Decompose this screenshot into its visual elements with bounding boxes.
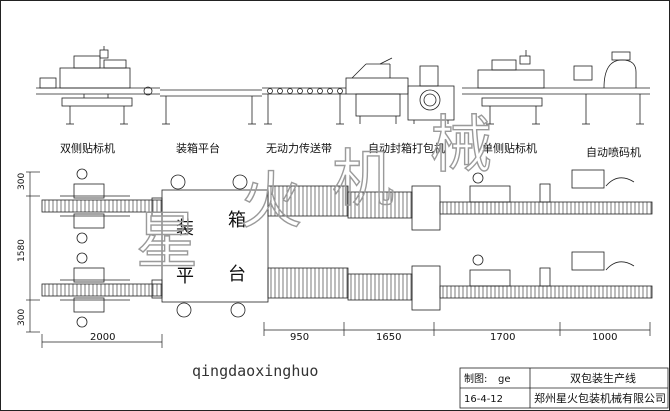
dim-2000: 2000 [90, 332, 115, 343]
dim-1580: 1580 [17, 239, 27, 262]
operator-figure [232, 174, 248, 190]
inkjet-coder-elevation [560, 51, 650, 125]
label-double-side-labeler: 双侧贴标机 [60, 141, 115, 155]
drawing-title: 双包装生产线 [570, 371, 636, 385]
label-unpowered-conveyor: 无动力传送带 [266, 141, 332, 155]
sealing-strapping-elevation [345, 57, 455, 124]
drawing-date: 16-4-12 [464, 394, 503, 405]
operator-figure [170, 174, 186, 190]
double-labeler-plan-lower [60, 252, 130, 328]
watermark-char-3: 机 [332, 142, 394, 215]
label-single-side-labeler: 单侧贴标机 [482, 141, 537, 155]
dim-300-bottom: 300 [17, 309, 27, 326]
dim-950: 950 [290, 332, 309, 343]
dimension-left: 300 1580 300 [17, 171, 40, 333]
platform-characters: 装 箱 平 台 [176, 210, 246, 287]
watermark-char-2: 火 [240, 164, 302, 237]
label-auto-inkjet-coder: 自动喷码机 [586, 145, 641, 159]
watermark-char-1: 星 [136, 204, 198, 277]
label-boxing-platform: 装箱平台 [176, 141, 220, 155]
watermark-char-4: 械 [430, 108, 492, 181]
conveyor-hatching [44, 186, 652, 300]
dimension-bottom: 2000 950 1650 1700 1000 [41, 322, 651, 348]
platform-char-a: 装 [176, 218, 194, 239]
double-labeler-plan-upper [60, 168, 130, 244]
platform-char-d: 台 [228, 264, 246, 285]
boxing-platform-elevation [160, 89, 262, 125]
dim-300-top: 300 [17, 173, 27, 190]
watermark-latin: qingdaoxinghuo [192, 362, 318, 380]
platform-char-b: 箱 [228, 210, 246, 231]
station-labels: 双侧贴标机 装箱平台 无动力传送带 自动封箱打包机 单侧贴标机 自动喷码机 [60, 141, 641, 159]
title-block: 制图: ge 双包装生产线 16-4-12 郑州星火包装机械有限公司 [459, 367, 669, 409]
boxing-platform-plan [161, 189, 269, 303]
double-side-labeler-elevation [36, 46, 160, 125]
drawn-by-label: 制图: [464, 372, 487, 385]
watermark: 星 火 机 械 [135, 107, 492, 277]
plan-view [41, 168, 653, 328]
single-labeler-plan-lower [469, 251, 635, 287]
elevation-view [36, 46, 650, 125]
single-labeler-plan-upper [469, 169, 635, 203]
drawn-by-value: ge [498, 374, 511, 385]
dim-1700: 1700 [490, 332, 515, 343]
dim-1000: 1000 [592, 332, 617, 343]
company-name: 郑州星火包装机械有限公司 [534, 391, 666, 405]
unpowered-conveyor-elevation [262, 87, 346, 125]
label-auto-sealing-strapping: 自动封箱打包机 [368, 141, 445, 155]
single-side-labeler-elevation [462, 50, 560, 125]
operator-figure [176, 302, 192, 318]
dim-1650: 1650 [376, 332, 401, 343]
operator-figure [230, 302, 246, 318]
platform-char-c: 平 [176, 266, 194, 287]
